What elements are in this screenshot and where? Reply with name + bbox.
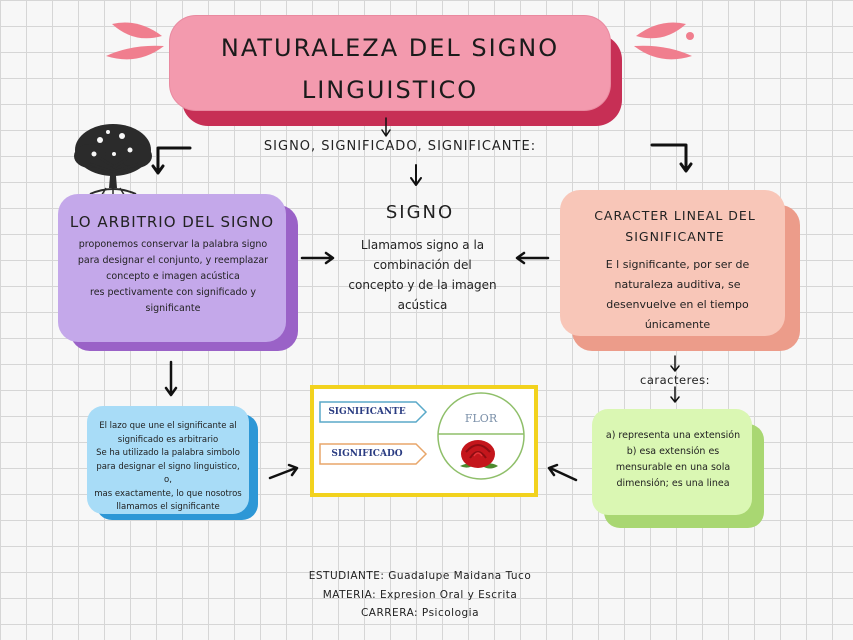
title-line-2: LINGUISTICO bbox=[301, 76, 479, 104]
signo-text: Llamamos signo a la combinación del conc… bbox=[340, 235, 505, 315]
lineal-title-line: SIGNIFICANTE bbox=[625, 229, 725, 244]
lineal-line: únicamente bbox=[644, 318, 711, 331]
lazo-text: El lazo que une el significante al signi… bbox=[92, 420, 244, 515]
signo-line: Llamamos signo a la bbox=[360, 238, 485, 252]
lazo-line: mas exactamente, lo que nosotros bbox=[94, 488, 242, 499]
lazo-line: Se ha utilizado la palabra simbolo bbox=[96, 448, 240, 458]
lazo-line: llamamos el significante bbox=[116, 502, 220, 512]
lineal-line: E l significante, por ser de bbox=[605, 258, 750, 271]
footer-materia: MATERIA: Expresion Oral y Escrita bbox=[322, 589, 518, 601]
lineal-line: desenvuelve en el tiempo bbox=[606, 298, 749, 311]
arbitrio-text: proponemos conservar la palabra signo pa… bbox=[70, 237, 276, 317]
lineal-box bbox=[560, 190, 785, 336]
significado-label: SIGNIFICADO bbox=[331, 449, 403, 459]
significante-label: SIGNIFICANTE bbox=[328, 407, 406, 417]
lineal-title: CARACTER LINEAL DEL SIGNIFICANTE bbox=[575, 205, 775, 247]
signo-line: concepto y de la imagen bbox=[348, 278, 497, 292]
arbitrio-title: LO ARBITRIO DEL SIGNO bbox=[69, 213, 275, 231]
arbitrio-line: concepto e imagen acústica bbox=[106, 271, 240, 282]
extension-line: b) esa extensión es bbox=[626, 446, 720, 457]
leaf-decoration-right-icon bbox=[634, 22, 694, 60]
lineal-line: naturaleza auditiva, se bbox=[614, 278, 741, 291]
page-title: NATURALEZA DEL SIGNO LINGUISTICO bbox=[170, 28, 610, 110]
lineal-title-line: CARACTER LINEAL DEL bbox=[594, 208, 756, 223]
lineal-text: E l significante, por ser de naturaleza … bbox=[575, 255, 780, 335]
rose-icon bbox=[460, 440, 498, 469]
arbitrio-box bbox=[58, 194, 286, 342]
arbitrio-line: res pectivamente con significado y bbox=[90, 287, 256, 298]
flor-label: FLOR bbox=[464, 412, 498, 425]
title-box bbox=[170, 16, 610, 110]
lazo-line: El lazo que une el significante al bbox=[99, 421, 237, 431]
tree-icon bbox=[74, 124, 152, 200]
extension-line: mensurable en una sola bbox=[615, 462, 731, 473]
title-line-1: NATURALEZA DEL SIGNO bbox=[220, 34, 560, 62]
flower-circle bbox=[437, 392, 525, 480]
arbitrio-line: para designar el conjunto, y reemplazar bbox=[77, 255, 269, 266]
caracteres-label: caracteres: bbox=[640, 373, 710, 387]
arbitrio-line: significante bbox=[145, 303, 201, 314]
subtitle: SIGNO, SIGNIFICADO, SIGNIFICANTE: bbox=[263, 139, 537, 154]
lazo-line: significado es arbitrario bbox=[117, 434, 219, 445]
signo-line: combinación del bbox=[373, 258, 472, 272]
extension-box bbox=[592, 409, 752, 515]
extension-line: a) representa una extensión bbox=[605, 430, 741, 441]
extension-line: dimensión; es una linea bbox=[616, 478, 730, 489]
arbitrio-line: proponemos conservar la palabra signo bbox=[78, 239, 268, 250]
lazo-box bbox=[87, 406, 249, 514]
footer-estudiante: ESTUDIANTE: Guadalupe Maidana Tuco bbox=[308, 570, 532, 582]
extension-text: a) representa una extensión b) esa exten… bbox=[598, 428, 748, 492]
footer-carrera: CARRERA: Psicologia bbox=[360, 607, 480, 619]
signo-title: SIGNO bbox=[385, 202, 455, 223]
lazo-line: para designar el signo linguistico, o, bbox=[96, 461, 240, 486]
signo-line: acústica bbox=[397, 298, 448, 312]
label-arrow-shapes bbox=[319, 401, 428, 465]
leaf-decoration-left-icon bbox=[106, 22, 164, 60]
